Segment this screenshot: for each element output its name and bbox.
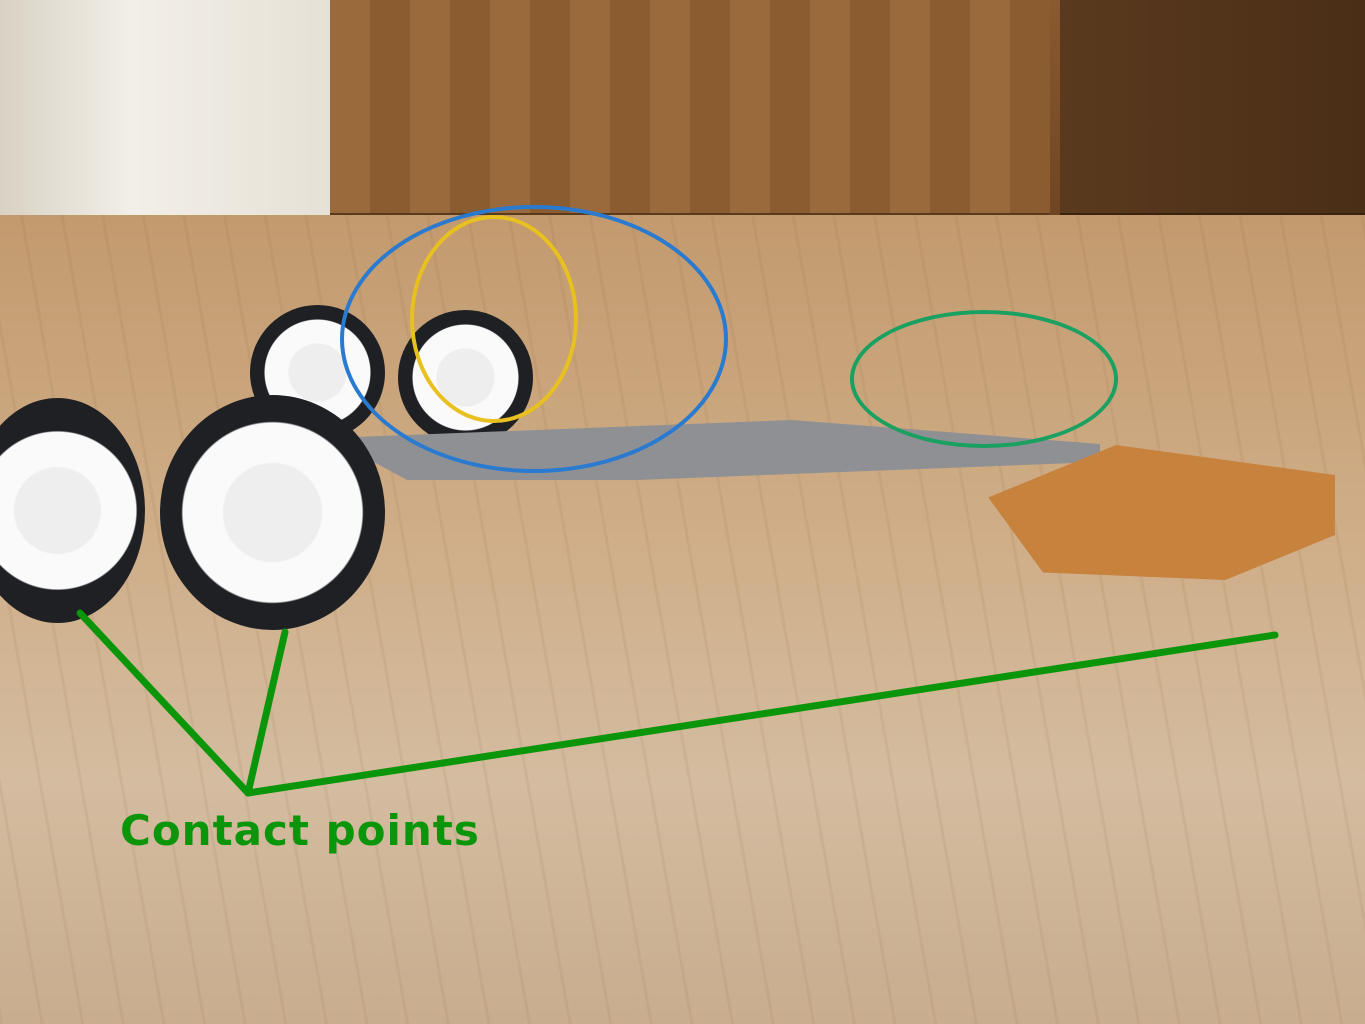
rear-wheel-left [0, 398, 145, 623]
wire-green [850, 310, 1118, 448]
contact-points-label: Contact points [120, 806, 480, 855]
white-wall-section [0, 0, 330, 240]
wire-yellow [410, 215, 578, 423]
wire-blue [340, 205, 728, 473]
rear-wheel-right [160, 395, 385, 630]
